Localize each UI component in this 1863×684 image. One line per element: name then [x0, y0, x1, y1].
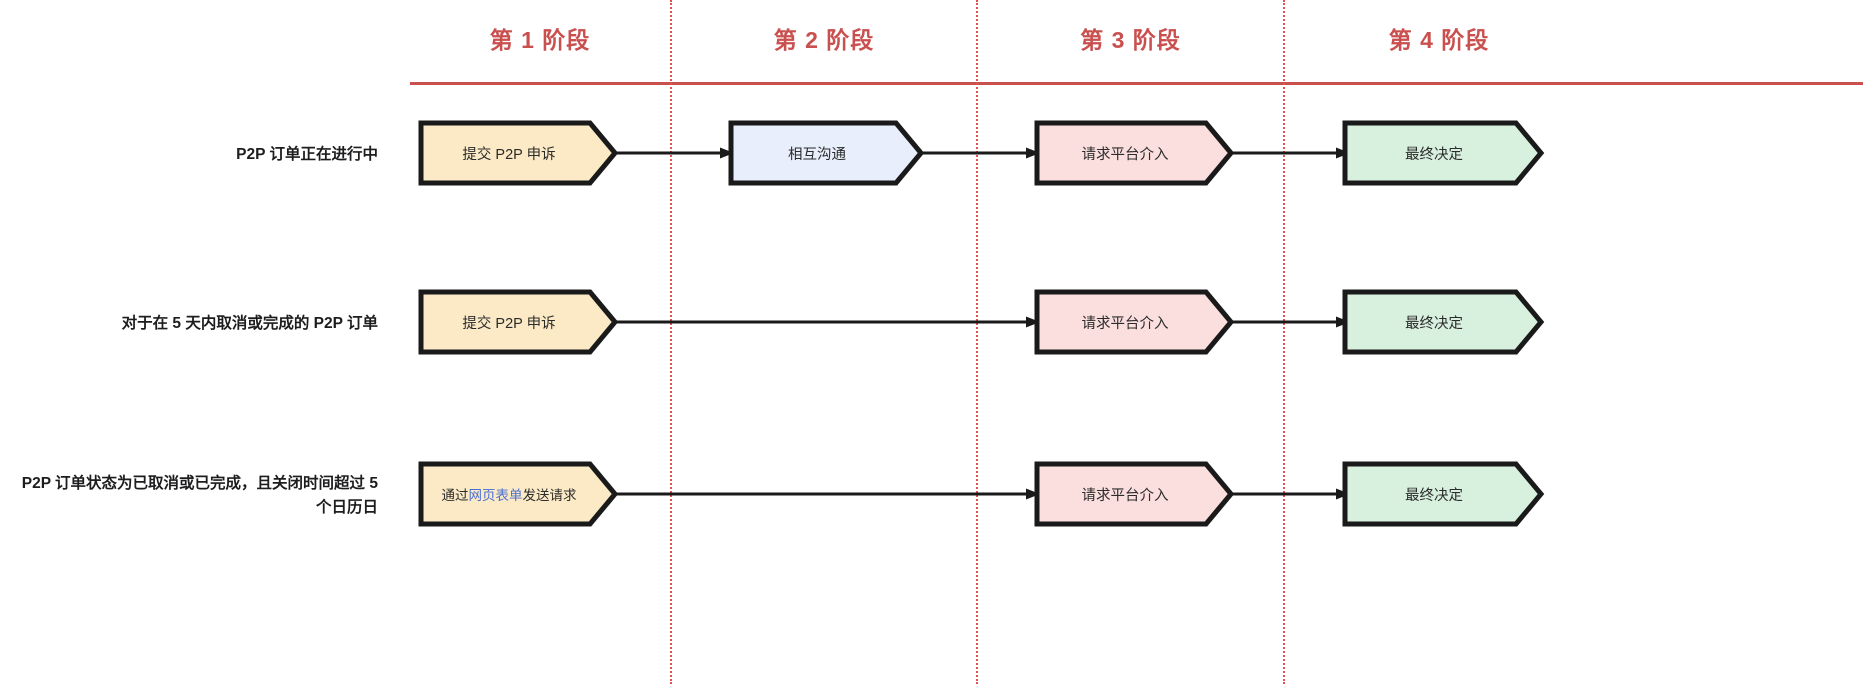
node-label: 最终决定 — [1405, 315, 1463, 332]
node-label: 请求平台介入 — [1081, 487, 1169, 504]
phase-divider-1 — [670, 0, 672, 684]
connector-row1-2to3 — [922, 147, 1040, 159]
node-label-composite: 通过网页表单发送请求 — [442, 484, 595, 504]
node-label: 最终决定 — [1405, 487, 1463, 504]
node-label-prefix: 通过 — [441, 488, 469, 503]
node-row1-mutual-communication[interactable]: 相互沟通 — [728, 120, 925, 186]
row-label-2-text: 对于在 5 天内取消或完成的 P2P 订单 — [121, 315, 378, 332]
node-label: 最终决定 — [1405, 146, 1463, 163]
chevron-shape-icon — [418, 120, 619, 186]
node-row2-submit-appeal[interactable]: 提交 P2P 申诉 — [418, 289, 619, 355]
node-row2-request-platform[interactable]: 请求平台介入 — [1034, 289, 1235, 355]
row-label-3: P2P 订单状态为已取消或已完成，且关闭时间超过 5 个日历日 — [18, 472, 378, 520]
chevron-shape-icon — [418, 289, 619, 355]
phase-divider-2 — [976, 0, 978, 684]
node-label: 提交 P2P 申诉 — [462, 315, 556, 332]
node-row1-final-decision[interactable]: 最终决定 — [1342, 120, 1545, 186]
node-row3-request-platform[interactable]: 请求平台介入 — [1034, 461, 1235, 527]
phase-header-4-label: 第 4 阶段 — [1388, 27, 1490, 53]
phase-header-1: 第 1 阶段 — [410, 22, 670, 58]
chevron-shape-icon — [1342, 120, 1545, 186]
chevron-shape-icon — [1034, 461, 1235, 527]
chevron-shape-icon — [418, 461, 619, 527]
node-row1-submit-appeal[interactable]: 提交 P2P 申诉 — [418, 120, 619, 186]
phase-header-2-label: 第 2 阶段 — [773, 27, 875, 53]
phase-header-rule — [410, 82, 1863, 85]
node-row3-final-decision[interactable]: 最终决定 — [1342, 461, 1545, 527]
phase-header-3-label: 第 3 阶段 — [1080, 27, 1181, 53]
connector-row2-1to3 — [616, 316, 1040, 328]
connector-row2-3to4 — [1232, 316, 1350, 328]
row-label-1-text: P2P 订单正在进行中 — [236, 146, 378, 163]
node-row3-send-request-webform[interactable]: 通过网页表单发送请求 — [418, 461, 619, 527]
node-label: 相互沟通 — [788, 146, 846, 163]
chevron-shape-icon — [1034, 289, 1235, 355]
node-label: 提交 P2P 申诉 — [462, 146, 556, 163]
node-row2-final-decision[interactable]: 最终决定 — [1342, 289, 1545, 355]
connector-row1-3to4 — [1232, 147, 1350, 159]
node-label-suffix: 发送请求 — [522, 488, 577, 503]
node-label: 请求平台介入 — [1081, 315, 1169, 332]
chevron-shape-icon — [1034, 120, 1235, 186]
row-label-3-text: P2P 订单状态为已取消或已完成，且关闭时间超过 5 个日历日 — [21, 475, 378, 517]
row-label-2: 对于在 5 天内取消或完成的 P2P 订单 — [18, 312, 378, 336]
node-row1-request-platform[interactable]: 请求平台介入 — [1034, 120, 1235, 186]
phase-divider-3 — [1283, 0, 1285, 684]
web-form-link[interactable]: 网页表单 — [468, 488, 523, 503]
chevron-shape-icon — [1342, 289, 1545, 355]
connector-row3-1to3 — [616, 488, 1040, 500]
row-label-1: P2P 订单正在进行中 — [18, 143, 378, 167]
connector-row3-3to4 — [1232, 488, 1350, 500]
phase-header-2: 第 2 阶段 — [672, 22, 976, 58]
chevron-shape-icon — [728, 120, 925, 186]
phase-header-3: 第 3 阶段 — [978, 22, 1283, 58]
chevron-shape-icon — [1342, 461, 1545, 527]
connector-row1-1to2 — [616, 147, 734, 159]
phase-header-4: 第 4 阶段 — [1285, 22, 1593, 58]
phase-header-1-label: 第 1 阶段 — [489, 27, 591, 53]
node-label: 请求平台介入 — [1081, 146, 1169, 163]
